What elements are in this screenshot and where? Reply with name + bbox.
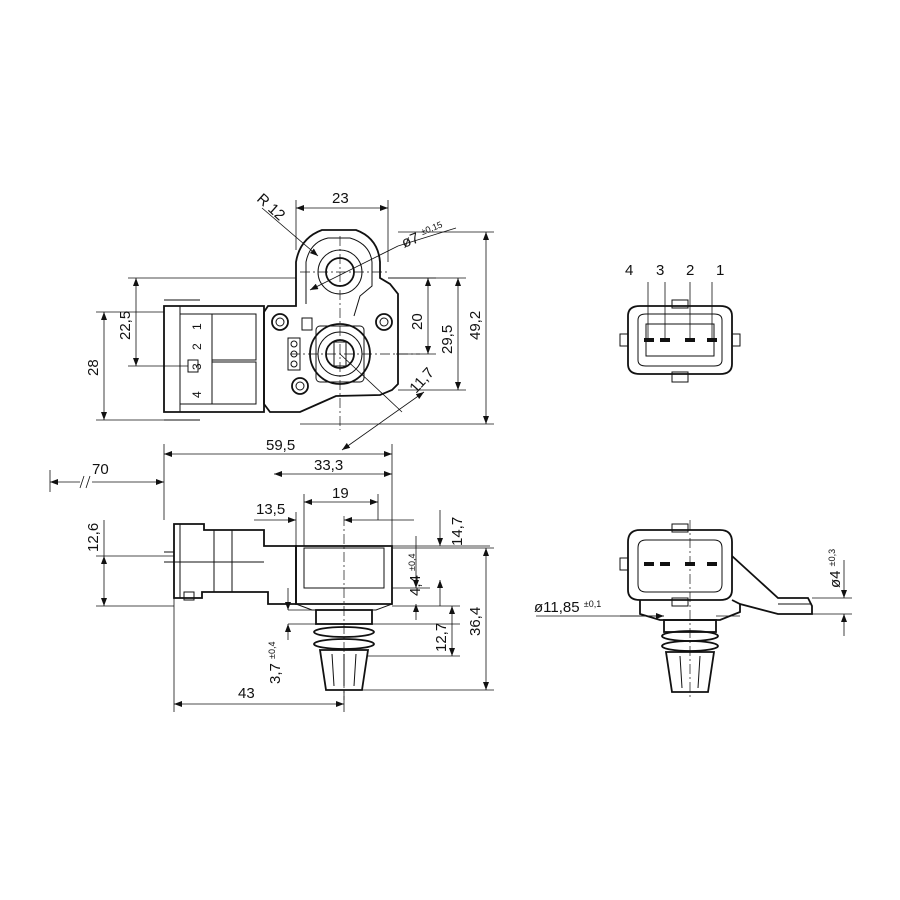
screw-1	[271, 313, 289, 331]
sensor-body-outline	[263, 229, 399, 413]
pin-label-4: 4	[625, 262, 633, 279]
pin-2	[685, 338, 695, 342]
dim-28: 28	[85, 359, 102, 376]
dim-4-4-tol: ±0,4	[407, 554, 417, 571]
dim-13-5: 13,5	[256, 501, 285, 518]
dim-o7: ø7	[399, 229, 422, 251]
connector-pin-label-4: 4	[190, 391, 204, 398]
dim-o4: ø4	[827, 570, 844, 588]
mount-bracket	[731, 555, 813, 615]
pin-label-2: 2	[686, 262, 694, 279]
svg-text:ø4 ±0,3: ø4 ±0,3	[827, 549, 844, 588]
pin-4	[644, 338, 654, 342]
dim-3-7-tol: ±0,4	[267, 642, 277, 659]
dim-3-7: 3,7	[267, 663, 284, 684]
end-pin-1	[707, 562, 717, 566]
dim-o11-85-tol: ±0,1	[584, 599, 601, 609]
dim-19: 19	[332, 485, 349, 502]
dim-36-4: 36,4	[467, 607, 484, 636]
dim-r12: R 12	[253, 190, 288, 224]
dim-4-4: 4,4	[407, 575, 424, 596]
dim-12-7: 12,7	[433, 623, 450, 652]
dim-o7-tol: ±0,15	[419, 219, 444, 237]
connector-shell-outer	[627, 305, 733, 375]
end-pin-4	[644, 562, 654, 566]
svg-text:4,4 ±0,4: 4,4 ±0,4	[407, 554, 424, 596]
dim-59-5: 59,5	[266, 437, 295, 454]
connector-housing	[163, 305, 265, 413]
pin-3	[660, 338, 670, 342]
dim-70: 70	[92, 461, 109, 478]
pin-label-3: 3	[656, 262, 664, 279]
dim-12-6: 12,6	[85, 523, 102, 552]
dim-14-7: 14,7	[449, 517, 466, 546]
dim-11-7: 11,7	[406, 364, 437, 396]
svg-text:ø11,85 ±0,1: ø11,85 ±0,1	[534, 599, 601, 616]
svg-text:3,7 ±0,4: 3,7 ±0,4	[267, 642, 284, 684]
connector-front-view: 4 3 2 1	[619, 262, 741, 383]
connector-pin-label-1: 1	[190, 323, 204, 330]
side-view: 59,5 70 33,3 19 13,5 12,6 14,7	[49, 437, 494, 712]
screw-2	[375, 313, 393, 331]
connector-pin-label-2: 2	[190, 343, 204, 350]
connector-pin-label-3: 3	[190, 363, 204, 370]
dim-o4-tol: ±0,3	[827, 549, 837, 566]
dim-49-2: 49,2	[467, 311, 484, 340]
pin-label-1: 1	[716, 262, 724, 279]
end-view: ø11,85 ±0,1 ø4 ±0,3	[534, 520, 852, 700]
pin-1	[707, 338, 717, 342]
screw-3	[291, 377, 309, 395]
dim-23: 23	[332, 190, 349, 207]
end-port-tip	[664, 651, 716, 693]
dim-33-3: 33,3	[314, 457, 343, 474]
dim-20: 20	[409, 313, 426, 330]
dim-29-5: 29,5	[439, 325, 456, 354]
dim-22-5: 22,5	[117, 311, 134, 340]
end-pin-3	[660, 562, 670, 566]
dim-o11-85: ø11,85	[534, 599, 580, 616]
svg-text:ø7 ±0,15: ø7 ±0,15	[399, 219, 446, 251]
top-view: 1 2 3 4 23 R 12 ø7 ±0,15 22,5 28	[85, 190, 494, 451]
end-connector-shell	[627, 529, 733, 601]
dim-43: 43	[238, 685, 255, 702]
